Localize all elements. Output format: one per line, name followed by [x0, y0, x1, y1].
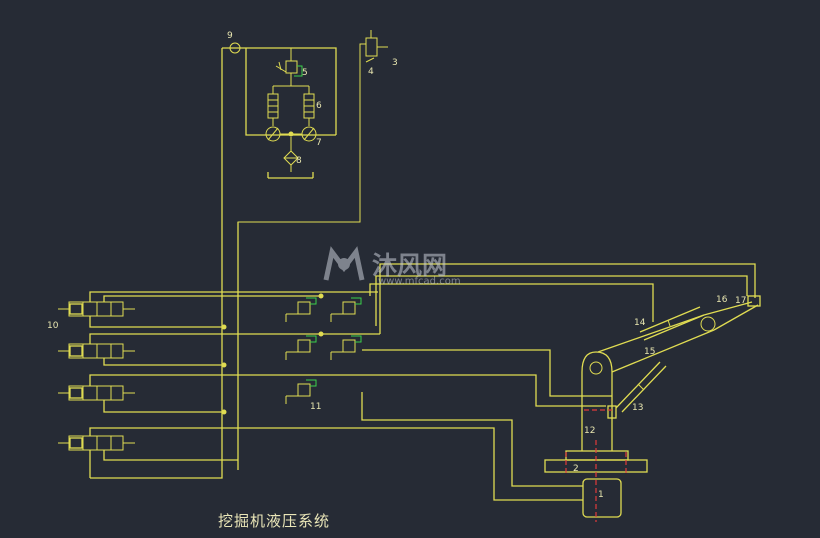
- valve-bank-11: [285, 297, 362, 404]
- label-3: 3: [392, 58, 398, 68]
- watermark-url: www.mfcad.com: [378, 276, 461, 287]
- label-7: 7: [316, 138, 322, 148]
- watermark: 沐风网 www.mfcad.com: [322, 246, 492, 290]
- diagram-title: 挖掘机液压系统: [218, 512, 331, 530]
- label-17: 17: [735, 296, 746, 306]
- label-11: 11: [310, 402, 321, 412]
- filter-8: [283, 137, 299, 172]
- watermark-brand: 沐风网: [372, 251, 448, 280]
- part-labels: 1 2 3 4 5 6 7 8 9 10 11 12 13 14 15 16 1…: [47, 31, 746, 500]
- pump-unit: [222, 30, 388, 460]
- label-2: 2: [573, 464, 579, 474]
- pump-7: [265, 126, 317, 142]
- watermark-logo-icon: [323, 246, 365, 281]
- spring-element-6: [267, 85, 315, 126]
- supply-lines: [90, 48, 324, 479]
- label-15: 15: [644, 347, 655, 357]
- label-6: 6: [316, 101, 322, 111]
- label-4: 4: [368, 67, 374, 77]
- excavator-arm: [544, 295, 761, 522]
- label-1: 1: [598, 490, 604, 500]
- label-16: 16: [716, 295, 728, 305]
- label-14: 14: [634, 318, 646, 328]
- label-8: 8: [296, 156, 302, 166]
- label-9: 9: [227, 31, 233, 41]
- label-12: 12: [584, 426, 595, 436]
- directional-valves-10: [58, 291, 583, 501]
- relief-valve-5: [275, 48, 303, 86]
- check-valve-9: [229, 42, 241, 54]
- label-13: 13: [632, 403, 643, 413]
- label-10: 10: [47, 321, 59, 331]
- label-5: 5: [302, 68, 308, 78]
- actuator-lines: [360, 263, 756, 487]
